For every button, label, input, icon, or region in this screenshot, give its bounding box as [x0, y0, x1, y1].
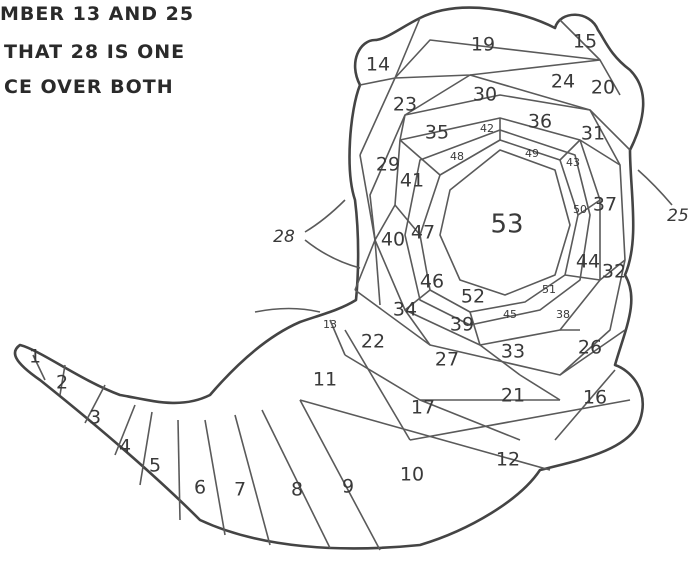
piece-number-38: 38: [556, 308, 570, 321]
piece-number-9: 9: [342, 476, 354, 498]
piece-number-3: 3: [89, 407, 101, 429]
inner-line: [565, 275, 600, 280]
piece-number-24: 24: [551, 71, 575, 93]
piece-number-46: 46: [420, 271, 444, 293]
pointer-arrow-25: [638, 170, 672, 205]
head-line: [395, 18, 420, 78]
piece-number-49: 49: [525, 147, 539, 160]
piece-number-40: 40: [381, 229, 405, 251]
piece-number-42: 42: [480, 122, 494, 135]
piece-number-32: 32: [602, 261, 626, 283]
piece-number-16: 16: [583, 387, 607, 409]
piece-number-12: 12: [496, 449, 520, 471]
piece-number-29: 29: [376, 154, 400, 176]
caption-line-3: CE OVER BOTH: [4, 76, 174, 98]
tail-line: [300, 400, 380, 550]
piece-number-14: 14: [366, 54, 390, 76]
body-line: [520, 375, 560, 400]
tail-line: [178, 420, 180, 520]
piece-number-45: 45: [503, 308, 517, 321]
piece-number-11: 11: [313, 369, 337, 391]
piece-number-7: 7: [234, 479, 246, 501]
piece-number-26: 26: [578, 337, 602, 359]
piece-number-13: 13: [323, 318, 337, 331]
piece-number-10: 10: [400, 464, 424, 486]
piece-number-1: 1: [29, 346, 41, 368]
tail-line: [205, 420, 225, 535]
piece-number-50: 50: [573, 203, 587, 216]
piece-number-17: 17: [411, 397, 435, 419]
piece-number-51: 51: [542, 283, 556, 296]
caption-line-1: MBER 13 AND 25: [0, 3, 194, 25]
piece-number-2: 2: [56, 372, 68, 394]
pointer-arrow-13: [255, 309, 320, 313]
piece-number-6: 6: [194, 477, 206, 499]
piece-number-19: 19: [471, 34, 495, 56]
piece-number-34: 34: [393, 299, 417, 321]
piece-number-36: 36: [528, 111, 552, 133]
piece-number-8: 8: [291, 479, 303, 501]
piece-number-33: 33: [501, 341, 525, 363]
piece-number-48: 48: [450, 150, 464, 163]
piece-number-44: 44: [576, 251, 600, 273]
piece-number-15: 15: [573, 31, 597, 53]
caption-line-2: THAT 28 IS ONE: [4, 41, 185, 63]
piece-number-31: 31: [581, 123, 605, 145]
piece-number-21: 21: [501, 385, 525, 407]
piece-number-4: 4: [119, 436, 131, 458]
pointer-arrow-28: [305, 200, 360, 268]
piece-number-47: 47: [411, 222, 435, 244]
piece-number-39: 39: [450, 314, 474, 336]
piece-number-27: 27: [435, 349, 459, 371]
piece-number-30: 30: [473, 84, 497, 106]
piece-number-53: 53: [490, 210, 523, 240]
piece-number-37: 37: [593, 194, 617, 216]
piece-number-22: 22: [361, 331, 385, 353]
piece-number-52: 52: [461, 286, 485, 308]
piece-number-41: 41: [400, 170, 424, 192]
head-line: [360, 78, 395, 155]
piece-number-25: 25: [667, 206, 689, 226]
piece-number-23: 23: [393, 94, 417, 116]
piece-number-35: 35: [425, 122, 449, 144]
piece-number-43: 43: [566, 156, 580, 169]
piece-number-20: 20: [591, 77, 615, 99]
piece-number-28: 28: [273, 227, 295, 247]
piece-number-5: 5: [149, 455, 161, 477]
